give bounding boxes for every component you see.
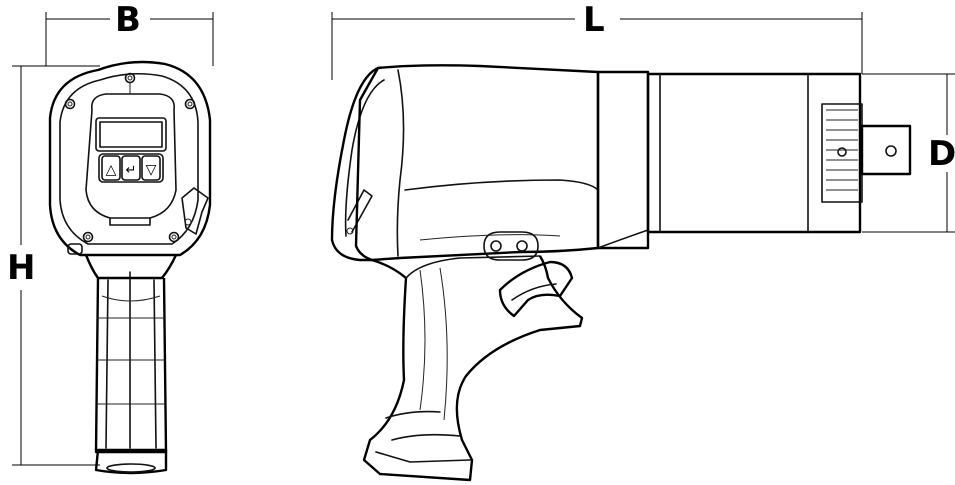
rear-cap — [330, 66, 379, 262]
front-head-outline — [48, 60, 212, 257]
main-housing — [354, 64, 600, 262]
width-dimension-label: B — [111, 3, 145, 37]
direction-selector[interactable] — [483, 231, 539, 261]
screw-icon — [184, 98, 196, 110]
key-down-button[interactable] — [141, 155, 161, 181]
key-down-icon: ▽ — [146, 162, 157, 178]
diameter-dimension-label: D — [924, 137, 955, 171]
screw-icon — [124, 72, 136, 84]
front-grip — [94, 277, 168, 454]
screw-icon — [82, 231, 94, 243]
front-trigger-stub — [67, 243, 83, 255]
side-latch — [181, 187, 209, 235]
drive-pin-icon — [885, 145, 897, 157]
key-enter-icon: ↵ — [126, 163, 137, 178]
square-drive — [860, 124, 912, 176]
pistol-grip — [362, 255, 584, 482]
screw-icon — [64, 98, 76, 110]
key-up-icon: △ — [106, 162, 117, 178]
front-view: △ ↵ ▽ — [48, 60, 212, 475]
gear-housing — [596, 70, 650, 250]
display-bezel — [85, 93, 177, 219]
height-dimension-label: H — [3, 251, 40, 285]
trigger[interactable] — [498, 260, 574, 318]
lcd-screen-frame — [95, 117, 167, 152]
front-screws — [64, 72, 196, 243]
front-neck — [84, 254, 178, 280]
length-dimension-label: L — [579, 3, 609, 37]
key-up-button[interactable] — [101, 155, 121, 181]
head-body — [646, 72, 862, 234]
key-enter-button[interactable] — [121, 155, 141, 181]
side-view — [330, 64, 912, 482]
spline-ring — [821, 103, 863, 203]
front-base — [94, 448, 168, 475]
screw-icon — [168, 231, 180, 243]
dimension-lines — [12, 12, 955, 466]
keypad-frame — [98, 153, 164, 183]
lcd-screen — [99, 121, 163, 148]
